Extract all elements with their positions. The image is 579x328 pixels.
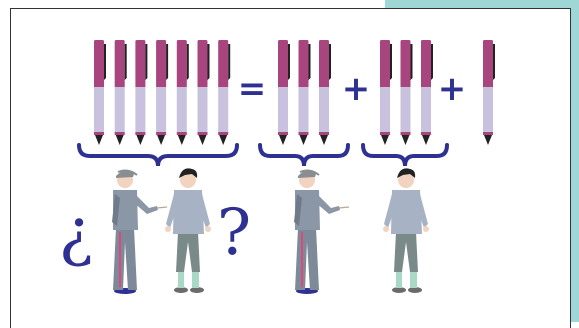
pen-left-group-pen xyxy=(114,40,127,145)
pen-left-group-pen xyxy=(156,40,169,145)
pens-layer xyxy=(94,40,495,145)
pen-right-group-pen xyxy=(380,40,392,145)
brace-group-right xyxy=(361,143,449,167)
boy-standing-figure-left xyxy=(165,168,211,293)
pen-right-group-pen xyxy=(400,40,413,145)
boy-standing-figure-right xyxy=(383,168,429,293)
equals-sign: = xyxy=(238,69,267,109)
girl-pointing-figure-right xyxy=(294,169,350,294)
corner-accent xyxy=(385,0,579,8)
pen-right-group-pen xyxy=(421,40,433,145)
pen-left-group-pen xyxy=(176,40,189,145)
girl-pointing-figure-left xyxy=(112,169,168,294)
plus-sign-2: + xyxy=(438,69,467,109)
brace-group-left xyxy=(77,143,239,167)
open-question-mark: ¿ xyxy=(59,196,93,270)
plus-sign-1: + xyxy=(342,69,371,109)
pen-middle-group-pen xyxy=(298,40,311,145)
pen-middle-group-pen xyxy=(278,40,290,145)
pen-left-group-pen xyxy=(197,40,210,145)
pen-left-group-pen xyxy=(94,40,106,145)
pen-middle-group-pen xyxy=(319,40,331,145)
close-question-mark: ? xyxy=(217,196,251,270)
pen-extra-pen xyxy=(483,40,495,145)
brace-group-middle xyxy=(258,143,350,167)
pen-left-group-pen xyxy=(218,40,231,145)
corner-accent-side xyxy=(571,0,579,322)
pen-left-group-pen xyxy=(135,40,148,145)
